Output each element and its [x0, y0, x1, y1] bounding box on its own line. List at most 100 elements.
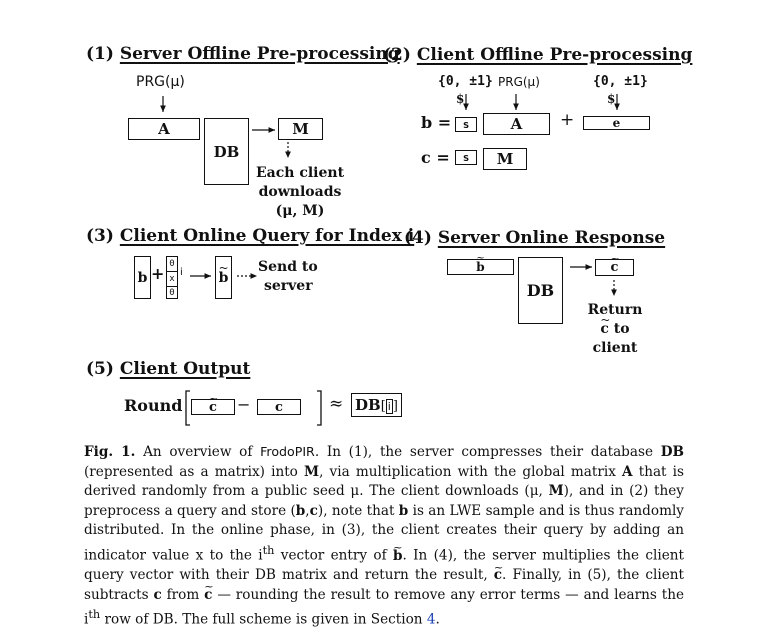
- caption-text-12: . Finally, in (5), the client subtracts: [84, 567, 684, 603]
- s3-send-line2: server: [264, 278, 313, 294]
- caption-text-10: vector entry of: [274, 547, 393, 564]
- s4-return-ctilde: c: [600, 311, 609, 339]
- s2-matrix-m: M: [483, 148, 527, 170]
- s4-btilde-symbol: b: [476, 253, 485, 274]
- section-4-title: Server Online Response: [437, 228, 666, 248]
- caption-ctilde: c: [494, 558, 503, 586]
- section-5-title: Client Output: [119, 359, 251, 379]
- section-1-title: Server Offline Pre-processing: [119, 44, 400, 64]
- s4-ctilde-symbol: c: [611, 252, 619, 275]
- figure-caption: Fig. 1. An overview of FrodoPIR. In (1),…: [84, 442, 684, 630]
- s2-set-right: {0, ±1}: [593, 74, 648, 89]
- caption-db: DB: [660, 444, 684, 460]
- caption-text-11: . In (4), the server multiplies the clie…: [84, 547, 684, 584]
- section-5-heading: (5) Client Output: [86, 359, 250, 379]
- section-2-number: (2): [383, 45, 411, 65]
- s2-error-e-box: e: [583, 116, 650, 130]
- caption-a: A: [622, 463, 633, 480]
- s2-secret-s-box-2: s: [455, 150, 477, 165]
- caption-fig-label: Fig. 1.: [84, 444, 136, 460]
- caption-text-7: ,: [305, 502, 310, 519]
- caption-text-15: row of DB. The full scheme is given in S…: [100, 611, 427, 628]
- s5-minus: −: [237, 395, 251, 414]
- caption-text-8: ), note that: [317, 502, 399, 519]
- s4-query-btilde-box: b: [447, 253, 514, 275]
- s5-db-index: i: [385, 399, 393, 414]
- caption-section-link[interactable]: 4: [426, 611, 436, 628]
- s5-floor-left: [185, 390, 190, 426]
- caption-m2: M: [548, 483, 564, 500]
- s2-prg-label: PRG(μ): [498, 75, 540, 89]
- s1-note-line2: downloads: [258, 184, 342, 200]
- section-3-title: Client Online Query for Index i: [119, 226, 415, 246]
- s2-dollar-right: $: [607, 92, 616, 106]
- s1-download-note: Each client downloads (μ, M): [256, 164, 344, 221]
- s5-round-label: Round: [124, 396, 183, 415]
- s3-indicator-vector: 0 x 0: [166, 256, 178, 299]
- section-1-heading: (1) Server Offline Pre-processing: [86, 44, 400, 64]
- caption-text-5: that is derived randomly from a public s…: [84, 463, 684, 500]
- s3-send-note: Send to server: [258, 258, 318, 296]
- s1-database-db: DB: [204, 118, 249, 185]
- s2-set-left: {0, ±1}: [438, 74, 493, 89]
- caption-th-1: th: [262, 542, 275, 557]
- section-2-heading: (2) Client Offline Pre-processing: [383, 45, 692, 65]
- caption-frodopir: FrodoPIR: [260, 444, 315, 459]
- section-4-number: (4): [404, 228, 432, 248]
- s5-ctilde-symbol: c: [209, 392, 217, 415]
- caption-text-4: , via multiplication with the global mat…: [319, 463, 623, 480]
- s5-floor-right: [317, 390, 322, 426]
- caption-b2: b: [398, 502, 409, 519]
- s1-matrix-a: A: [128, 118, 200, 140]
- s4-return-note: Return c to client: [584, 301, 646, 358]
- s2-plus: +: [560, 110, 575, 130]
- caption-th-2: th: [88, 607, 101, 622]
- section-2-title: Client Offline Pre-processing: [416, 45, 693, 65]
- s3-entry-0: 0: [167, 257, 177, 272]
- caption-text-2: . In (1), the server compresses their da…: [314, 444, 661, 460]
- s2-secret-s-box: s: [455, 117, 477, 132]
- s3-vector-b: b: [134, 256, 151, 299]
- caption-m: M: [304, 463, 320, 480]
- s5-approx: ≈: [329, 394, 344, 414]
- s4-response-ctilde-box: c: [595, 252, 634, 276]
- s3-entry-1: 0: [169, 288, 175, 298]
- caption-text-9: is an LWE sample and is thus randomly di…: [84, 502, 684, 564]
- s2-b-equals: b =: [421, 113, 452, 132]
- s3-index-i: i: [180, 267, 183, 278]
- caption-c3: c: [153, 586, 162, 603]
- s5-db-label: DB: [355, 396, 381, 414]
- section-3-heading: (3) Client Online Query for Index i: [86, 226, 414, 246]
- s5-c-box: c: [257, 399, 301, 415]
- s3-btilde-symbol: b: [219, 261, 229, 286]
- caption-text-13: from: [161, 586, 205, 603]
- caption-text-16: .: [435, 611, 440, 628]
- s1-matrix-m: M: [278, 118, 323, 140]
- s2-c-equals: c =: [421, 148, 450, 167]
- s5-db-row: DB[i]: [351, 393, 402, 417]
- s4-return-line2: c to: [584, 311, 646, 339]
- caption-b: b: [295, 502, 306, 519]
- s1-note-line1: Each client: [256, 165, 345, 181]
- s3-send-line1: Send to: [258, 259, 318, 275]
- s2-dollar-left: $: [456, 92, 465, 106]
- section-4-heading: (4) Server Online Response: [404, 228, 665, 248]
- s4-return-line3: client: [592, 340, 638, 356]
- s5-ctilde-box: c: [191, 392, 235, 415]
- s3-query-btilde: b: [215, 256, 232, 299]
- section-5-number: (5): [86, 359, 114, 379]
- section-1-number: (1): [86, 44, 114, 64]
- s1-prg-label: PRG(μ): [136, 74, 185, 90]
- s4-return-line1: Return: [587, 302, 643, 318]
- caption-c: c: [309, 502, 318, 519]
- caption-text-14: — rounding the result to remove any erro…: [84, 586, 684, 628]
- caption-text-3: (represented as a matrix) into: [84, 463, 305, 480]
- caption-text-6: ), and in (2) they preprocess a query an…: [84, 483, 684, 519]
- caption-btilde: b: [393, 538, 403, 567]
- section-3-number: (3): [86, 226, 114, 246]
- s3-plus: +: [151, 264, 165, 283]
- s4-database-db: DB: [518, 257, 563, 324]
- caption-text-1: An overview of: [135, 444, 261, 460]
- s3-entry-x: x: [167, 272, 177, 287]
